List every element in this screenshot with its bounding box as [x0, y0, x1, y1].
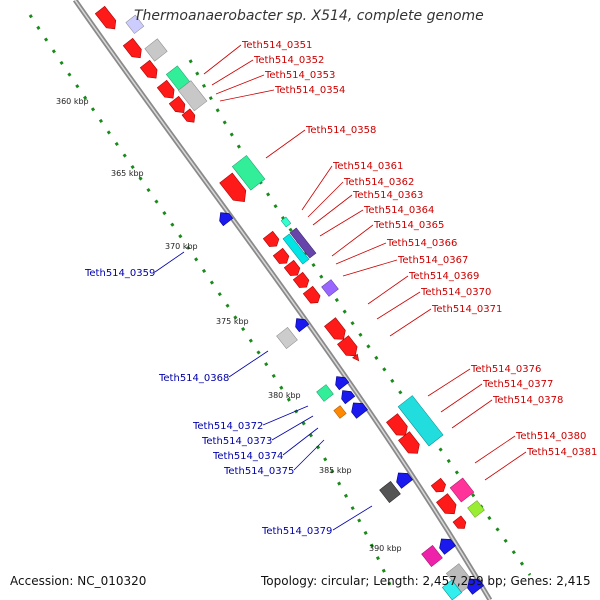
gene-feature[interactable]: [94, 5, 119, 32]
gene-feature[interactable]: [467, 500, 485, 518]
gene-feature[interactable]: [338, 387, 356, 405]
gene-label[interactable]: Teth514_0371: [431, 304, 502, 315]
kbp-label: 380 kbp: [268, 391, 301, 400]
gene-feature[interactable]: [386, 413, 411, 440]
gene-feature[interactable]: [436, 493, 459, 518]
gene-label[interactable]: Teth514_0362: [343, 177, 414, 188]
topology-text: Topology: circular; Length: 2,457,259 bp…: [261, 574, 591, 588]
gene-feature[interactable]: [393, 469, 413, 489]
gene-feature[interactable]: [144, 38, 168, 62]
kbp-label: 375 kbp: [216, 317, 249, 326]
gene-label[interactable]: Teth514_0365: [373, 220, 444, 231]
gene-feature[interactable]: [231, 155, 266, 191]
accession-text: Accession: NC_010320: [10, 574, 147, 588]
gene-feature[interactable]: [421, 545, 443, 567]
kbp-label: 390 kbp: [369, 544, 402, 553]
gene-feature[interactable]: [452, 515, 468, 532]
gene-label[interactable]: Teth514_0376: [470, 364, 541, 375]
gene-label[interactable]: Teth514_0354: [274, 85, 345, 96]
reverse-features: [216, 209, 484, 595]
gene-feature[interactable]: [464, 575, 484, 595]
gene-feature[interactable]: [352, 353, 361, 362]
gene-feature[interactable]: [441, 579, 463, 600]
gene-feature[interactable]: [316, 384, 334, 402]
gene-feature[interactable]: [156, 79, 178, 102]
gene-feature[interactable]: [332, 373, 350, 391]
gene-feature[interactable]: [379, 481, 401, 503]
gene-feature[interactable]: [168, 95, 188, 116]
map-title: Thermoanaerobacter sp. X514, complete ge…: [134, 8, 484, 24]
gene-feature[interactable]: [181, 108, 198, 125]
gene-feature[interactable]: [292, 315, 310, 333]
gene-label[interactable]: Teth514_0366: [386, 238, 457, 249]
gene-feature[interactable]: [276, 327, 298, 349]
gene-label[interactable]: Teth514_0364: [363, 205, 434, 216]
gene-label[interactable]: Teth514_0363: [352, 190, 423, 201]
gene-label[interactable]: Teth514_0374: [212, 451, 283, 462]
gene-label[interactable]: Teth514_0353: [264, 70, 335, 81]
gene-feature[interactable]: [122, 37, 145, 61]
gene-label[interactable]: Teth514_0378: [492, 395, 563, 406]
gene-label[interactable]: Teth514_0380: [515, 431, 586, 442]
forward-label-text: Teth514_0351 Teth514_0352 Teth514_0353 T…: [241, 40, 597, 458]
gene-feature[interactable]: [272, 247, 291, 266]
gene-label[interactable]: Teth514_0367: [397, 255, 468, 266]
gene-label[interactable]: Teth514_0370: [420, 287, 491, 298]
gene-feature[interactable]: [283, 259, 302, 278]
gene-label[interactable]: Teth514_0368: [158, 373, 229, 384]
gene-feature[interactable]: [289, 227, 317, 259]
gene-feature[interactable]: [398, 431, 423, 458]
gene-label[interactable]: Teth514_0372: [192, 421, 263, 432]
gene-feature[interactable]: [219, 172, 251, 206]
outer-scale-arc: [188, 59, 532, 576]
gene-feature[interactable]: [333, 405, 347, 419]
forward-features: [94, 5, 485, 600]
gene-feature[interactable]: [321, 279, 339, 297]
scale-labels: 360 kbp 365 kbp 370 kbp 375 kbp 380 kbp …: [56, 97, 402, 553]
kbp-label: 360 kbp: [56, 97, 89, 106]
gene-label[interactable]: Teth514_0361: [332, 161, 403, 172]
gene-feature[interactable]: [282, 233, 310, 265]
reverse-label-text: Teth514_0359 Teth514_0368 Teth514_0372 T…: [84, 268, 332, 537]
gene-feature[interactable]: [337, 335, 360, 360]
gene-feature[interactable]: [348, 399, 368, 419]
kbp-label: 385 kbp: [319, 466, 352, 475]
forward-labels: [203, 44, 527, 481]
gene-feature[interactable]: [436, 535, 456, 555]
gene-label[interactable]: Teth514_0373: [201, 436, 272, 447]
gene-feature[interactable]: [302, 285, 322, 306]
gene-feature[interactable]: [262, 230, 281, 249]
gene-feature[interactable]: [125, 14, 145, 34]
gene-label[interactable]: Teth514_0358: [305, 125, 376, 136]
gene-feature[interactable]: [280, 216, 292, 228]
gene-feature[interactable]: [324, 317, 349, 344]
gene-feature[interactable]: [430, 477, 448, 495]
gene-feature[interactable]: [397, 395, 444, 447]
gene-label[interactable]: Teth514_0381: [526, 447, 597, 458]
gene-feature[interactable]: [177, 80, 208, 112]
gene-feature[interactable]: [449, 477, 475, 503]
gene-feature[interactable]: [139, 59, 161, 82]
gene-label[interactable]: Teth514_0351: [241, 40, 312, 51]
reverse-labels: [154, 251, 373, 531]
gene-label[interactable]: Teth514_0352: [253, 55, 324, 66]
kbp-label: 365 kbp: [111, 169, 144, 178]
gene-feature[interactable]: [292, 271, 311, 290]
gene-label[interactable]: Teth514_0377: [482, 379, 553, 390]
gene-label[interactable]: Teth514_0375: [223, 466, 294, 477]
kbp-label: 370 kbp: [165, 242, 198, 251]
gene-feature[interactable]: [216, 209, 234, 227]
gene-label[interactable]: Teth514_0359: [84, 268, 155, 279]
gene-label[interactable]: Teth514_0369: [408, 271, 479, 282]
gene-label[interactable]: Teth514_0379: [261, 526, 332, 537]
